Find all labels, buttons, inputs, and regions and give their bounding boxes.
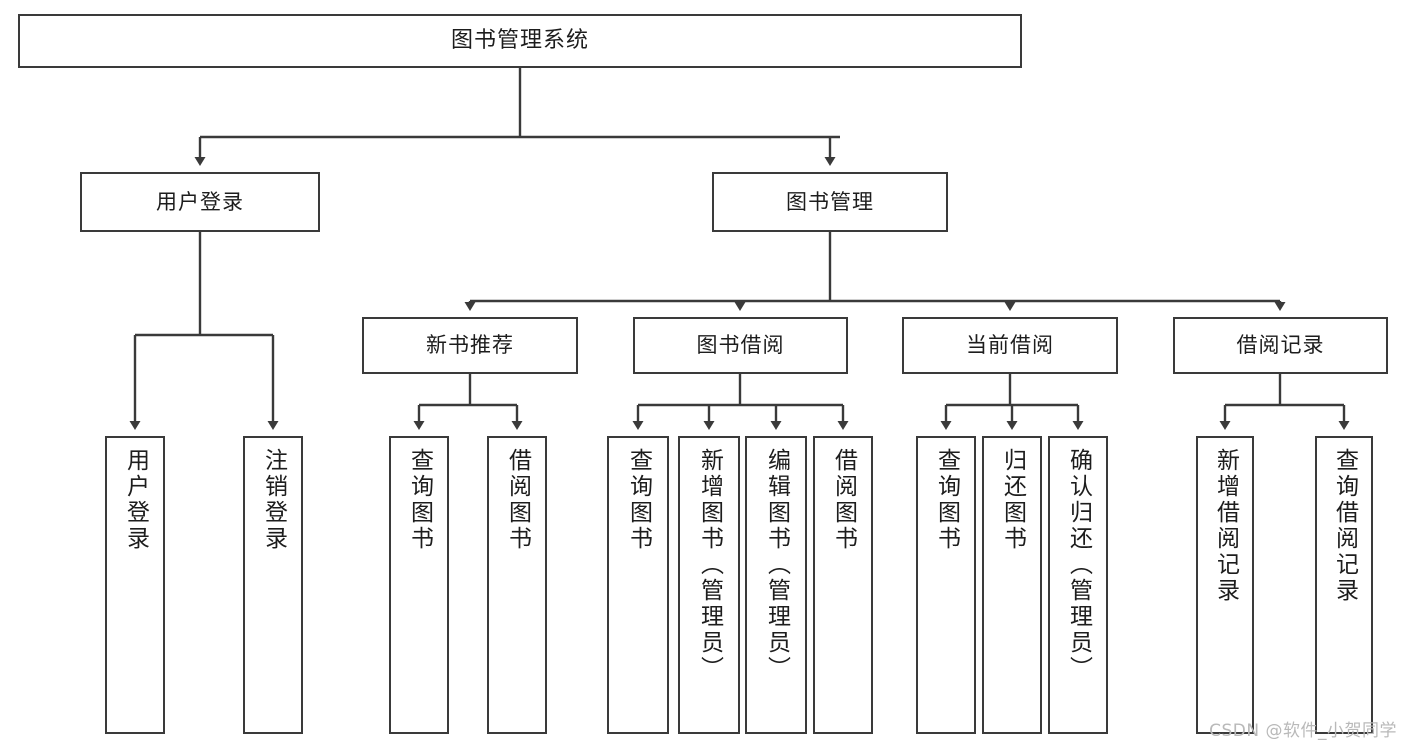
node-leaf-user-login[interactable]: 用户登录 bbox=[105, 436, 165, 734]
node-root-label: 图书管理系统 bbox=[450, 28, 589, 54]
node-book-borrow[interactable]: 图书借阅 bbox=[633, 317, 848, 374]
node-leaf-add-book-label: 新增图书（管理员） bbox=[696, 448, 723, 682]
node-new-book-recommend-label: 新书推荐 bbox=[426, 333, 514, 358]
node-leaf-borrow-book-1[interactable]: 借阅图书 bbox=[487, 436, 547, 734]
node-book-manage[interactable]: 图书管理 bbox=[712, 172, 948, 232]
node-leaf-user-login-label: 用户登录 bbox=[122, 448, 149, 552]
node-leaf-query-book-3-label: 查询图书 bbox=[933, 448, 960, 552]
node-leaf-edit-book[interactable]: 编辑图书（管理员） bbox=[745, 436, 807, 734]
node-leaf-borrow-book-2[interactable]: 借阅图书 bbox=[813, 436, 873, 734]
node-current-borrow[interactable]: 当前借阅 bbox=[902, 317, 1118, 374]
node-user-login[interactable]: 用户登录 bbox=[80, 172, 320, 232]
node-book-manage-label: 图书管理 bbox=[786, 189, 874, 214]
node-leaf-query-book-1-label: 查询图书 bbox=[406, 448, 433, 552]
node-leaf-confirm-return[interactable]: 确认归还（管理员） bbox=[1048, 436, 1108, 734]
node-leaf-add-record[interactable]: 新增借阅记录 bbox=[1196, 436, 1254, 734]
node-leaf-add-record-label: 新增借阅记录 bbox=[1212, 448, 1239, 604]
node-leaf-confirm-return-label: 确认归还（管理员） bbox=[1065, 448, 1092, 682]
node-new-book-recommend[interactable]: 新书推荐 bbox=[362, 317, 578, 374]
node-root[interactable]: 图书管理系统 bbox=[18, 14, 1022, 68]
node-leaf-return-book[interactable]: 归还图书 bbox=[982, 436, 1042, 734]
node-leaf-add-book[interactable]: 新增图书（管理员） bbox=[678, 436, 740, 734]
node-borrow-record[interactable]: 借阅记录 bbox=[1173, 317, 1388, 374]
node-leaf-logout-label: 注销登录 bbox=[260, 448, 287, 552]
node-leaf-query-book-3[interactable]: 查询图书 bbox=[916, 436, 976, 734]
node-leaf-edit-book-label: 编辑图书（管理员） bbox=[763, 448, 790, 682]
node-leaf-query-book-2[interactable]: 查询图书 bbox=[607, 436, 669, 734]
node-leaf-logout[interactable]: 注销登录 bbox=[243, 436, 303, 734]
node-leaf-query-book-1[interactable]: 查询图书 bbox=[389, 436, 449, 734]
node-leaf-query-record[interactable]: 查询借阅记录 bbox=[1315, 436, 1373, 734]
node-current-borrow-label: 当前借阅 bbox=[966, 333, 1054, 358]
node-leaf-borrow-book-1-label: 借阅图书 bbox=[504, 448, 531, 552]
node-leaf-query-record-label: 查询借阅记录 bbox=[1331, 448, 1358, 604]
node-user-login-label: 用户登录 bbox=[156, 189, 244, 214]
node-leaf-return-book-label: 归还图书 bbox=[999, 448, 1026, 552]
node-book-borrow-label: 图书借阅 bbox=[696, 333, 785, 358]
node-leaf-borrow-book-2-label: 借阅图书 bbox=[830, 448, 857, 552]
node-leaf-query-book-2-label: 查询图书 bbox=[625, 448, 652, 552]
node-borrow-record-label: 借阅记录 bbox=[1236, 333, 1325, 358]
